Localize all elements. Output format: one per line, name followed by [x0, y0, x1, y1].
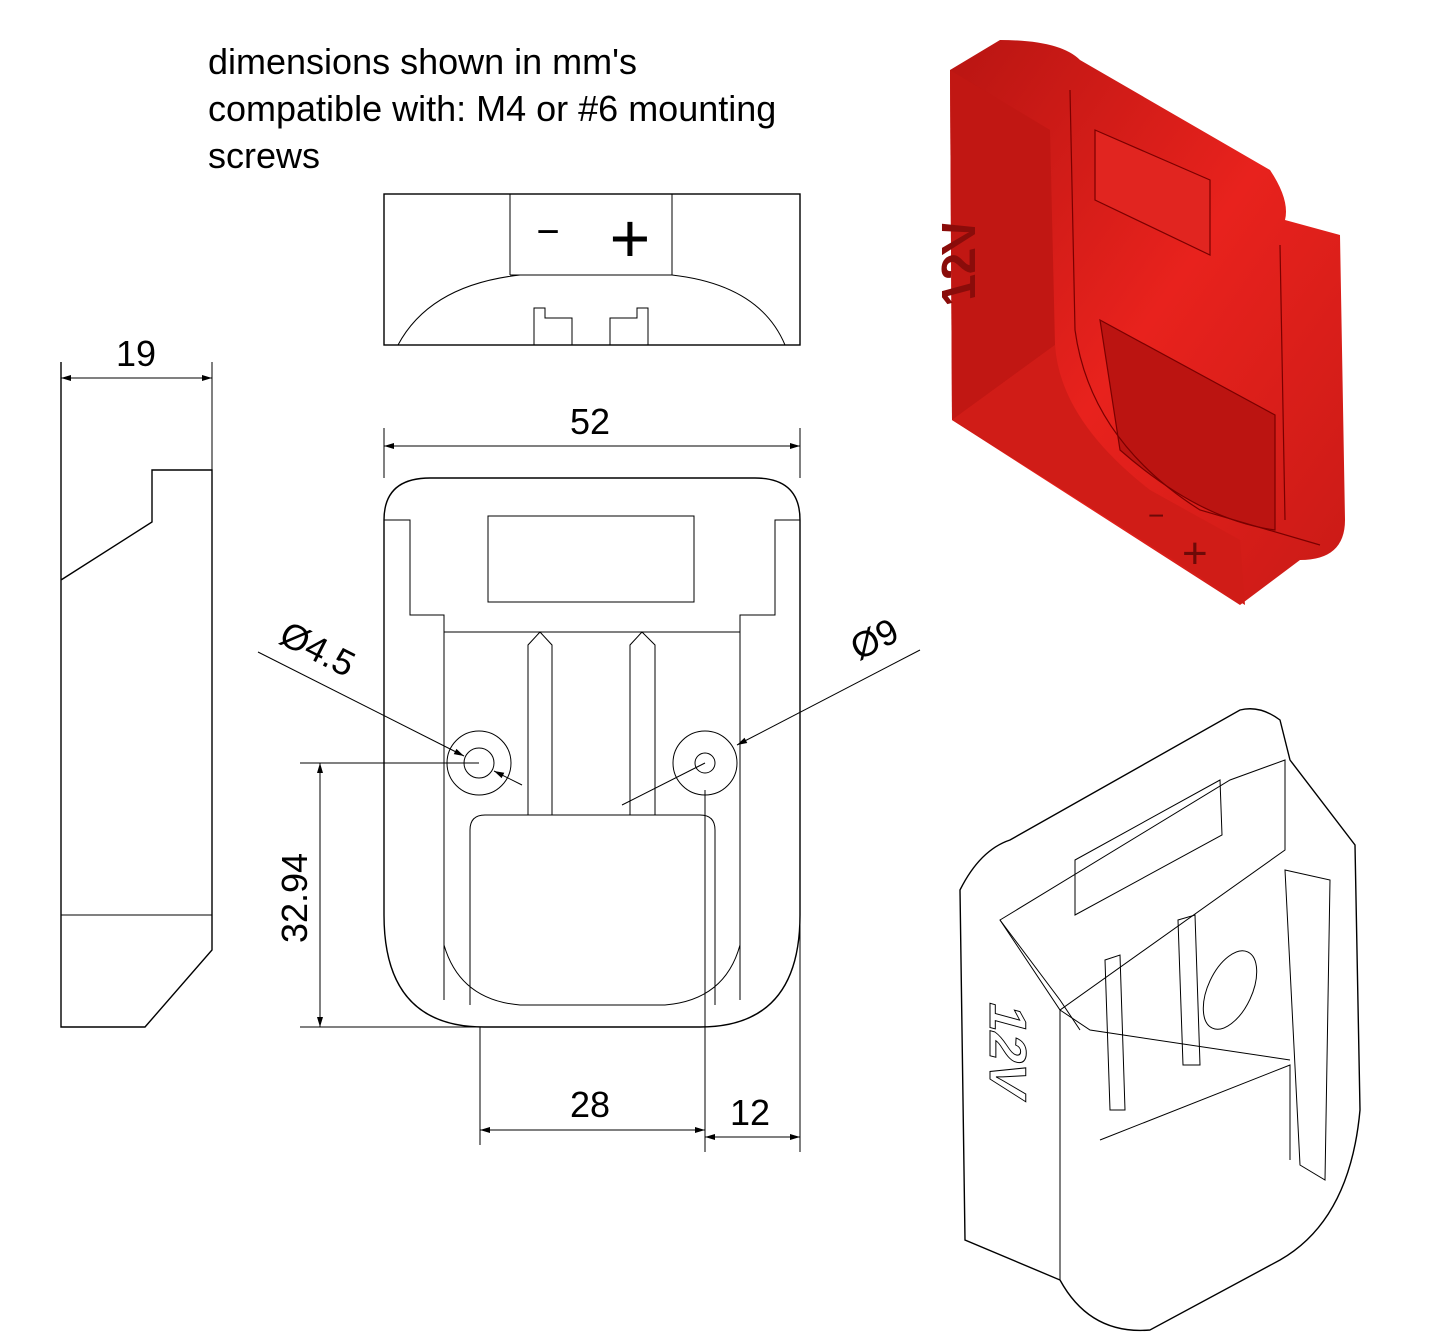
front-view: 52 32.94 28 12 Ø4.5 Ø9 — [257, 401, 921, 1152]
side-view: 19 — [60, 333, 213, 1028]
note-units: dimensions shown in mm's — [208, 41, 638, 82]
depth-dimension: 19 — [116, 333, 156, 374]
note-compatibility: compatible with: M4 or #6 mounting — [208, 88, 777, 129]
red-render-plus: + — [1182, 529, 1208, 578]
plus-symbol: + — [610, 199, 651, 277]
hole-spacing-dimension: 28 — [570, 1084, 610, 1125]
minus-symbol: − — [536, 210, 559, 254]
outline-render-label: 12V — [978, 997, 1036, 1105]
notes: dimensions shown in mm's compatible with… — [208, 38, 776, 179]
large-hole-diameter: Ø9 — [844, 610, 905, 668]
hole-height-dimension: 32.94 — [274, 853, 315, 943]
red-render-minus: − — [1148, 500, 1164, 531]
red-render-label: 12V — [933, 211, 986, 311]
note-screws: screws — [208, 135, 321, 176]
outline-render: 12V — [959, 708, 1361, 1332]
small-hole-diameter: Ø4.5 — [274, 613, 362, 685]
top-view: − + — [383, 193, 801, 346]
hole-edge-dimension: 12 — [730, 1092, 770, 1133]
width-dimension: 52 — [570, 401, 610, 442]
red-render: 12V − + — [933, 40, 1345, 605]
